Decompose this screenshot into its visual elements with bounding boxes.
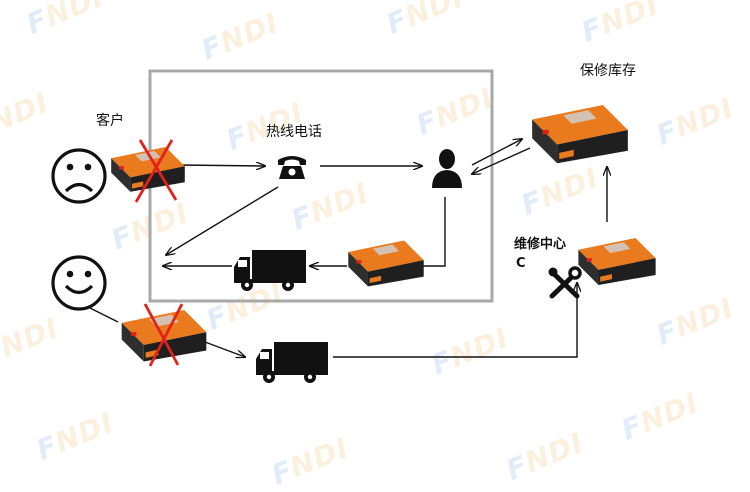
battery-icon bbox=[121, 310, 207, 362]
arrow-happy-to-return bbox=[87, 306, 119, 323]
repair-center-label: 维修中心 bbox=[514, 237, 567, 252]
warranty-stock-label: 保修库存 bbox=[580, 63, 636, 79]
telephone-icon bbox=[278, 156, 306, 179]
arrow-truck-to-repair bbox=[333, 283, 577, 358]
battery-icon bbox=[348, 240, 424, 287]
arrow-hotline-to-customer bbox=[166, 186, 279, 255]
battery-icon bbox=[532, 105, 628, 164]
repair-center-suffix: C bbox=[516, 256, 526, 271]
tools-icon bbox=[548, 266, 582, 299]
customer-label: 客户 bbox=[96, 113, 124, 129]
truck-icon bbox=[256, 342, 328, 383]
person-icon bbox=[432, 149, 462, 188]
cross-icon bbox=[143, 303, 184, 367]
battery-icon bbox=[578, 238, 656, 286]
happy-face-icon bbox=[51, 255, 107, 311]
arrow-customer-to-hotline bbox=[177, 165, 265, 166]
flow-arrows bbox=[87, 139, 607, 358]
arrow-warranty-to-agent bbox=[472, 147, 531, 174]
sad-face-icon bbox=[51, 148, 107, 204]
arrow-agent-to-battery bbox=[420, 197, 446, 267]
truck-icon bbox=[234, 250, 306, 291]
cross-icon bbox=[134, 139, 178, 203]
hotline-label: 热线电话 bbox=[266, 124, 322, 140]
arrow-return-to-truck bbox=[204, 341, 245, 357]
arrow-agent-to-warranty bbox=[471, 139, 522, 166]
